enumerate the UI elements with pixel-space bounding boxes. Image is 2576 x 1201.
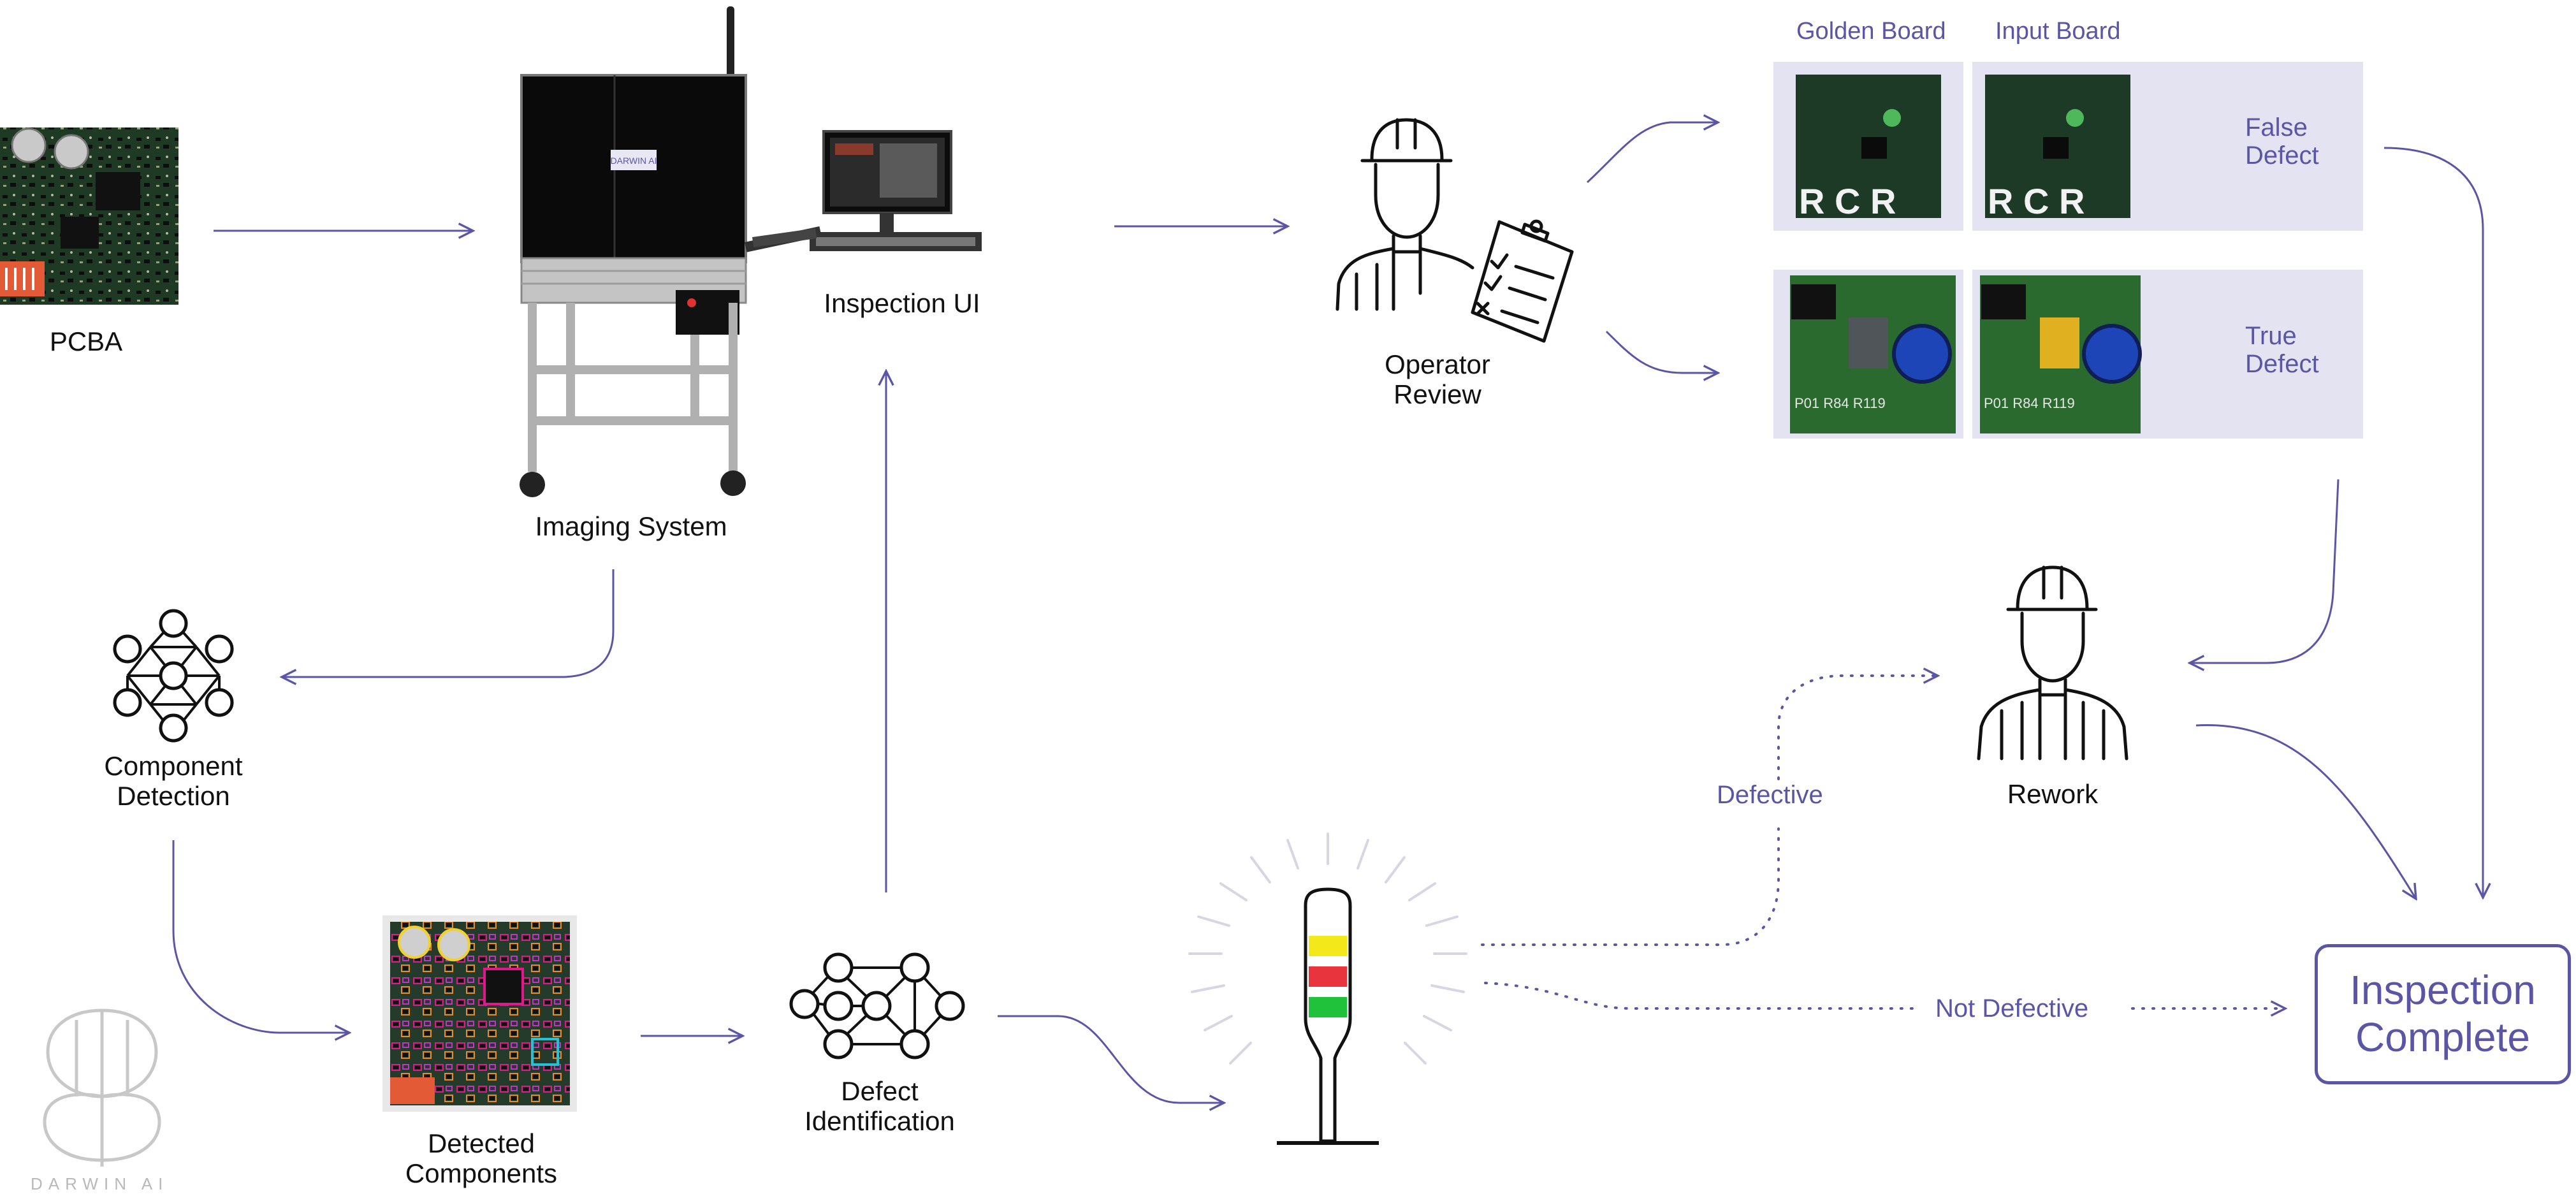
arrow-rework-to-complete	[2195, 724, 2416, 899]
input-board-header: Input Board	[1995, 18, 2121, 45]
false-defect-label: False Defect	[2245, 113, 2319, 170]
imaging-system-machine: DARWIN AI	[520, 6, 822, 497]
inspection-complete-box: Inspection Complete	[2315, 944, 2571, 1084]
component-detection-label: Component Detection	[104, 751, 243, 812]
arrow-imaging-to-component-detection	[282, 569, 615, 677]
inspection-ui-monitor	[752, 130, 982, 251]
detected-components-image	[382, 915, 577, 1112]
neural-network-icon	[789, 952, 965, 1059]
svg-text:DARWIN AI: DARWIN AI	[611, 156, 657, 166]
defect-identification-label: Defect Identification	[804, 1076, 955, 1137]
inspection-ui-label: Inspection UI	[824, 288, 980, 318]
inspection-complete-label: Inspection Complete	[2350, 967, 2536, 1060]
arrow-defect-identification-to-stack-light	[998, 1015, 1224, 1103]
arrow-operator-to-false-defect	[1586, 122, 1718, 184]
neural-network-icon	[113, 609, 234, 743]
true-defect-label: True Defect	[2245, 322, 2319, 378]
arrow-true-defect-to-rework	[2190, 479, 2340, 663]
operator-review-label: Operator Review	[1385, 349, 1490, 410]
operator-icon	[1335, 118, 1474, 311]
golden-board-header: Golden Board	[1796, 18, 1946, 45]
not-defective-label: Not Defective	[1935, 994, 2089, 1023]
imaging-system-label: Imaging System	[535, 511, 727, 541]
true-defect-golden-panel	[1773, 270, 1963, 439]
stack-light-icon	[1188, 833, 1467, 1145]
arrow-false-defect-to-complete	[2383, 147, 2483, 898]
rework-label: Rework	[2007, 779, 2099, 809]
arrow-defective-dotted	[1481, 676, 1938, 946]
false-defect-golden-panel	[1773, 62, 1963, 231]
worker-icon	[1977, 565, 2128, 761]
clipboard-checklist-icon	[1471, 219, 1574, 343]
arrow-component-detection-to-detected	[172, 840, 349, 1033]
pcba-board-image	[0, 127, 178, 305]
darwin-ai-logo-text: DARWIN AI	[31, 1174, 169, 1193]
darwin-ai-logo	[43, 1008, 161, 1167]
pcba-label: PCBA	[49, 326, 123, 356]
arrow-not-defective-dotted	[1484, 982, 2285, 1008]
arrow-operator-to-true-defect	[1605, 330, 1718, 373]
detected-components-label: Detected Components	[405, 1128, 558, 1189]
defective-label: Defective	[1717, 781, 1823, 809]
